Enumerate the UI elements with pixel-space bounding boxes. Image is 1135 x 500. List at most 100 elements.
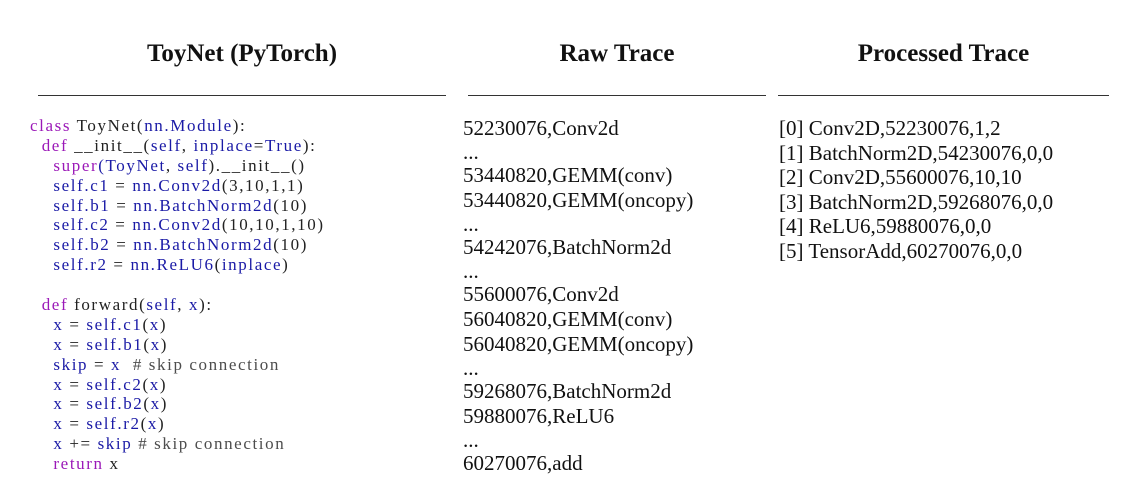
code-token: super — [53, 155, 99, 175]
code-token: ): — [232, 116, 247, 135]
code-token: ( — [142, 374, 150, 394]
code-line: skip = x # skip connection — [30, 355, 325, 375]
raw-trace-item: ... — [463, 259, 479, 283]
code-token: inplace — [221, 255, 283, 275]
code-line: x += skip # skip connection — [30, 434, 325, 454]
code-token: self.c1 — [53, 175, 110, 195]
code-token: ) — [157, 414, 166, 434]
code-token — [30, 335, 53, 354]
code-token: = — [110, 195, 134, 215]
code-token: , — [177, 295, 189, 315]
code-token: (3,10,1,1) — [221, 175, 305, 195]
code-token: inplace — [193, 135, 254, 155]
processed-trace-item: [4] ReLU6,59880076,0,0 — [779, 214, 992, 239]
code-token — [121, 355, 133, 374]
code-token: ( — [143, 394, 151, 414]
code-line: x = self.b1(x) — [30, 335, 325, 355]
code-token: ( — [98, 155, 106, 175]
code-token: ) — [159, 314, 168, 334]
code-token: x — [189, 295, 200, 315]
processed-trace-item: [1] BatchNorm2D,54230076,0,0 — [779, 140, 1054, 165]
code-token: def — [41, 135, 69, 155]
code-token: x — [53, 414, 64, 434]
code-token: (10,10,1,10) — [221, 215, 325, 235]
code-token: = — [109, 175, 133, 195]
code-token: ( — [142, 314, 150, 334]
code-token: , — [181, 135, 194, 155]
code-token: # skip connection — [132, 354, 280, 374]
code-block: class ToyNet(nn.Module): def __init__(se… — [30, 116, 325, 474]
code-token — [30, 196, 53, 215]
code-token: = — [110, 235, 134, 255]
code-token — [30, 156, 53, 175]
code-token: self.b1 — [53, 195, 111, 215]
code-token: nn.ReLU6 — [130, 255, 215, 275]
code-token: nn.Conv2d — [132, 175, 222, 195]
code-token: x — [147, 414, 158, 434]
code-token: x — [111, 354, 122, 374]
raw-trace-list: 52230076,Conv2d...53440820,GEMM(conv)534… — [463, 116, 693, 476]
header-rule-1 — [38, 95, 446, 96]
processed-trace-list: [0] Conv2D,52230076,1,2[1] BatchNorm2D,5… — [779, 116, 1053, 264]
code-token: x — [149, 374, 160, 394]
code-token: nn.BatchNorm2d — [133, 195, 274, 215]
code-token: nn.Module — [144, 116, 233, 135]
code-token: = — [63, 374, 87, 394]
code-token — [30, 255, 53, 274]
code-line: self.c1 = nn.Conv2d(3,10,1,1) — [30, 176, 325, 196]
code-token: x — [150, 394, 161, 414]
code-token: class — [30, 116, 72, 135]
raw-trace-item: 52230076,Conv2d — [463, 116, 619, 140]
header-processed-trace: Processed Trace — [857, 40, 1030, 67]
code-token: = — [63, 334, 87, 354]
raw-trace-item: 59268076,BatchNorm2d — [463, 379, 672, 403]
code-token: ( — [143, 334, 151, 354]
header-rule-3 — [778, 95, 1109, 96]
code-token: ).__init__() — [208, 155, 306, 175]
processed-trace-item: [0] Conv2D,52230076,1,2 — [779, 116, 1001, 140]
code-line: x = self.b2(x) — [30, 394, 325, 414]
code-token: (10) — [273, 195, 308, 215]
code-token: ToyNet( — [71, 116, 145, 135]
code-token: self.b2 — [53, 235, 111, 255]
code-line: def __init__(self, inplace=True): — [30, 136, 325, 156]
code-token: ToyNet — [105, 155, 166, 175]
code-token: skip — [53, 354, 89, 374]
code-token: x — [53, 374, 64, 394]
code-token: ( — [214, 255, 222, 275]
raw-trace-item: ... — [463, 356, 479, 380]
code-token: (10) — [273, 235, 308, 255]
code-line: self.r2 = nn.ReLU6(inplace) — [30, 255, 325, 275]
code-token: # skip connection — [138, 434, 286, 454]
code-token: += — [63, 434, 98, 454]
code-token: = — [253, 135, 265, 155]
code-line: class ToyNet(nn.Module): — [30, 116, 325, 136]
code-line: x = self.r2(x) — [30, 414, 325, 434]
code-token: = — [88, 354, 112, 374]
code-token: = — [107, 255, 131, 275]
code-token: x — [103, 454, 120, 474]
code-token: x — [149, 314, 160, 334]
header-rule-2 — [468, 95, 766, 96]
code-line — [30, 275, 325, 295]
code-token: ) — [160, 334, 169, 354]
code-token: self — [150, 135, 182, 155]
code-line: super(ToyNet, self).__init__() — [30, 156, 325, 176]
code-token — [30, 454, 53, 473]
code-token — [30, 215, 53, 234]
raw-trace-item: 56040820,GEMM(oncopy) — [463, 332, 694, 356]
code-token: = — [63, 314, 87, 334]
code-token: True — [264, 135, 303, 155]
code-token — [30, 394, 53, 413]
code-line: self.b1 = nn.BatchNorm2d(10) — [30, 196, 325, 216]
code-token: self.r2 — [53, 255, 108, 275]
code-token: __init__( — [68, 135, 151, 155]
code-token: x — [53, 434, 64, 454]
raw-trace-item: 55600076,Conv2d — [463, 282, 619, 306]
code-token — [30, 434, 53, 453]
code-token — [30, 235, 53, 254]
code-token: x — [53, 314, 64, 334]
code-token — [30, 355, 53, 374]
processed-trace-item: [5] TensorAdd,60270076,0,0 — [779, 238, 1023, 263]
raw-trace-item: 53440820,GEMM(conv) — [463, 163, 673, 187]
